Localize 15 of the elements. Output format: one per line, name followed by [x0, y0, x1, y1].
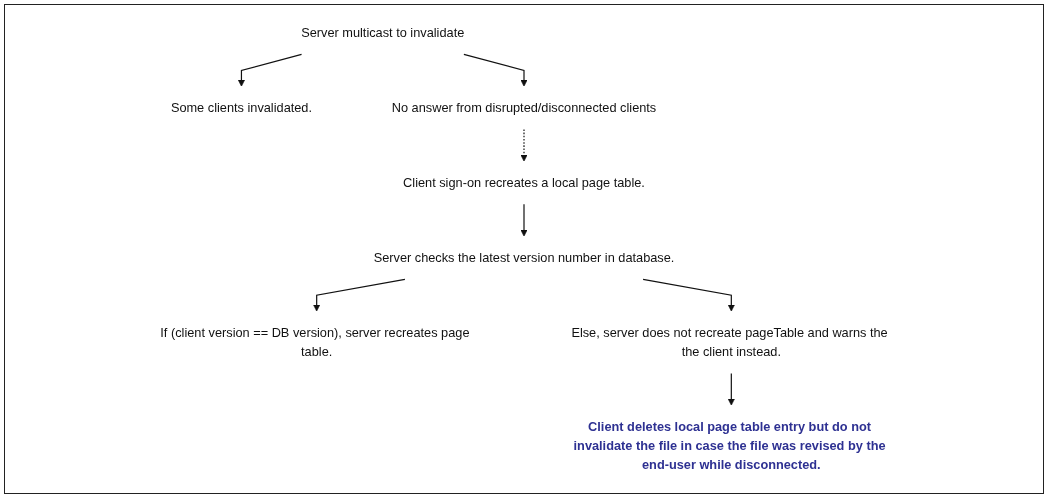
node-text: Else, server does not recreate pageTable and warns the the client instead. — [571, 325, 888, 359]
node-text: Server checks the latest version number in database. — [373, 250, 675, 265]
arrow — [520, 203, 528, 237]
arrow — [237, 53, 303, 87]
node-text: Client deletes local page table entry but do not invalidate the file in case the file was revised by the end-user while disconnected. — [573, 419, 886, 472]
node-text: Server multicast to invalidate — [301, 25, 465, 40]
node-text: Some clients invalidated. — [170, 100, 313, 115]
arrow — [642, 278, 735, 312]
node-text: No answer from disrupted/disconnected clients — [391, 100, 657, 115]
node-text: Client sign-on recreates a local page table. — [403, 175, 645, 190]
arrow — [727, 372, 735, 406]
node-text: If (client version == DB version), server recreates page table. — [160, 325, 470, 359]
arrow — [463, 53, 528, 87]
arrow — [313, 278, 406, 312]
arrow — [520, 128, 528, 162]
